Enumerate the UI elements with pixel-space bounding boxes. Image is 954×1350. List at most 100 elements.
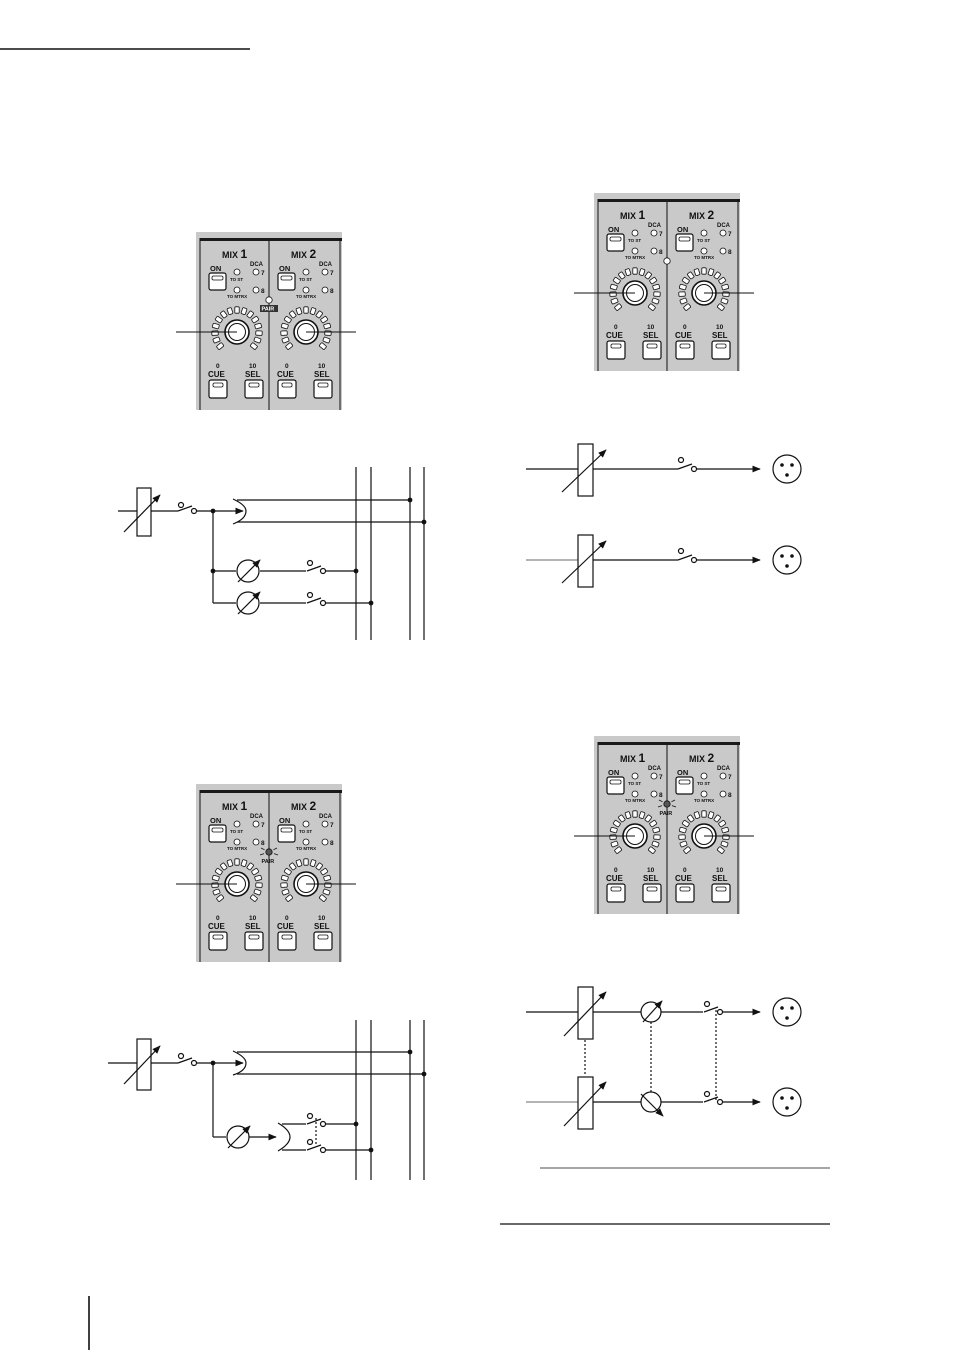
on-button[interactable]	[606, 233, 625, 252]
level-meter-segment	[624, 268, 632, 277]
level-meter-segment	[651, 840, 660, 848]
level-meter-segment	[644, 271, 652, 280]
level-meter-segment	[283, 315, 292, 324]
dca-7-label: 7	[261, 270, 265, 277]
level-meter-segment	[318, 342, 327, 350]
cue-button[interactable]	[277, 931, 297, 951]
level-meter-segment	[647, 303, 656, 311]
level-meter-segment	[309, 859, 317, 868]
knob-max-label: 10	[318, 915, 326, 922]
level-meter-segment	[721, 283, 730, 291]
signal-flow-diagram-4	[526, 986, 802, 1130]
level-meter-segment	[649, 819, 658, 828]
dca-8-led	[321, 286, 329, 294]
on-button[interactable]	[606, 776, 625, 795]
level-meter-segment	[609, 826, 618, 834]
pair-led	[265, 848, 273, 856]
on-button[interactable]	[675, 776, 694, 795]
sel-button[interactable]	[244, 931, 264, 951]
knob-min-label: 0	[285, 915, 289, 922]
sel-button[interactable]	[313, 379, 333, 399]
on-button-led	[211, 827, 224, 833]
mix-title: MIX 2	[291, 247, 317, 261]
level-meter-segment	[285, 342, 294, 350]
sel-button[interactable]	[313, 931, 333, 951]
level-meter-segment	[687, 814, 695, 823]
cue-button[interactable]	[277, 379, 297, 399]
pair-led	[663, 257, 671, 265]
level-meter-segment	[295, 307, 303, 316]
level-meter-segment	[285, 894, 294, 902]
level-meter-segment	[212, 336, 221, 344]
level-meter-segment	[678, 834, 686, 840]
on-button-led	[678, 236, 691, 242]
level-meter-segment	[678, 826, 687, 834]
knob-min-label: 0	[683, 324, 687, 331]
level-meter-segment	[647, 846, 656, 854]
to-mtrx-led	[302, 838, 310, 846]
dca-label: DCA	[250, 814, 264, 820]
panel-header-bar	[200, 238, 342, 241]
sel-button[interactable]	[642, 883, 662, 903]
dca-8-led	[252, 838, 260, 846]
dca-7-label: 7	[728, 231, 732, 238]
cue-label: CUE	[675, 331, 693, 340]
cue-label: CUE	[606, 874, 624, 883]
dca-8-label: 8	[728, 249, 732, 256]
knob-min-label: 0	[216, 915, 220, 922]
level-meter-segment	[280, 322, 289, 330]
level-meter-segment	[651, 297, 660, 305]
signal-flow-diagram-2	[526, 443, 802, 588]
level-meter-segment	[315, 862, 323, 871]
level-meter-segment	[701, 267, 707, 275]
cue-button[interactable]	[208, 379, 228, 399]
cue-button[interactable]	[606, 340, 626, 360]
blink-ray	[671, 805, 677, 808]
sel-button[interactable]	[642, 340, 662, 360]
pair-label: PAIR	[262, 859, 275, 865]
dca-7-label: 7	[330, 270, 334, 277]
pair-led	[663, 800, 671, 808]
dca-7-led	[321, 268, 329, 276]
level-meter-segment	[649, 276, 658, 285]
cue-button[interactable]	[606, 883, 626, 903]
level-meter-segment	[212, 888, 221, 896]
sel-button[interactable]	[711, 883, 731, 903]
cue-button[interactable]	[675, 340, 695, 360]
cue-button[interactable]	[208, 931, 228, 951]
on-label: ON	[608, 768, 619, 777]
sel-button[interactable]	[244, 379, 264, 399]
on-button[interactable]	[277, 272, 296, 291]
level-meter-segment	[644, 814, 652, 823]
sel-label: SEL	[712, 874, 728, 883]
on-button[interactable]	[208, 272, 227, 291]
level-meter-segment	[679, 840, 688, 848]
cue-button-led	[679, 343, 691, 349]
pair-badge	[260, 305, 278, 312]
to-st-label: TO ST	[230, 829, 243, 834]
level-meter-segment	[614, 303, 623, 311]
to-st-led	[700, 772, 708, 780]
on-button-led	[280, 827, 293, 833]
mix-title: MIX 2	[689, 751, 715, 765]
dca-8-led	[719, 790, 727, 798]
dca-label: DCA	[717, 223, 731, 229]
cue-label: CUE	[675, 874, 693, 883]
cue-button[interactable]	[675, 883, 695, 903]
level-meter-segment	[323, 874, 332, 882]
on-button[interactable]	[675, 233, 694, 252]
knob-max-label: 10	[716, 324, 724, 331]
on-label: ON	[279, 816, 290, 825]
cue-button-led	[679, 886, 691, 892]
sel-button[interactable]	[711, 340, 731, 360]
to-mtrx-label: TO MTRX	[296, 294, 316, 299]
on-button[interactable]	[277, 824, 296, 843]
dca-8-label: 8	[330, 840, 334, 847]
level-meter-segment	[718, 819, 727, 828]
on-button[interactable]	[208, 824, 227, 843]
to-st-led	[631, 229, 639, 237]
to-mtrx-label: TO MTRX	[694, 798, 714, 803]
